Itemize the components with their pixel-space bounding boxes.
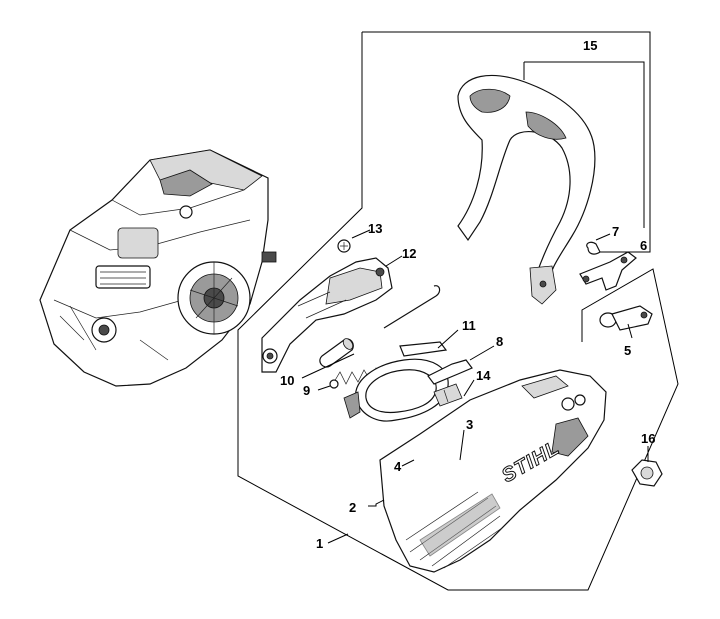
callout-9: 9 (303, 383, 310, 398)
brake-lever-link (579, 251, 637, 291)
callout-2: 2 (349, 500, 356, 515)
callout-3: 3 (466, 417, 473, 432)
brake-band (343, 341, 449, 422)
collar-nut (631, 459, 663, 487)
damper-block (433, 383, 463, 407)
assembly-boundary-outer (362, 31, 651, 253)
screw (337, 239, 351, 253)
e-clip (586, 241, 601, 255)
callout-14: 14 (476, 368, 491, 383)
sleeve (319, 338, 354, 368)
callout-13: 13 (368, 221, 382, 236)
bell-crank (599, 305, 653, 331)
callout-5: 5 (624, 343, 631, 358)
assembly-boundary-main (237, 32, 679, 591)
chain-sprocket-cover: STIHL (379, 369, 607, 573)
callout-1: 1 (316, 536, 323, 551)
callout-4: 4 (394, 459, 402, 474)
guide-plate (427, 359, 473, 385)
hook-spring (383, 285, 441, 329)
callout-12: 12 (402, 246, 416, 261)
callout-11: 11 (462, 318, 476, 333)
brake-lever-assembly (261, 257, 393, 373)
callout-15: 15 (583, 38, 597, 53)
chainsaw-engine-body (39, 149, 277, 387)
leader-lines (301, 61, 649, 544)
callout-8: 8 (496, 334, 503, 349)
callout-labels: 15 13 7 6 12 11 8 5 10 14 9 3 16 4 2 1 (280, 38, 655, 551)
callout-6: 6 (640, 238, 647, 253)
callout-7: 7 (612, 224, 619, 239)
callout-10: 10 (280, 373, 294, 388)
callout-16: 16 (641, 431, 655, 446)
front-hand-guard (457, 74, 596, 305)
